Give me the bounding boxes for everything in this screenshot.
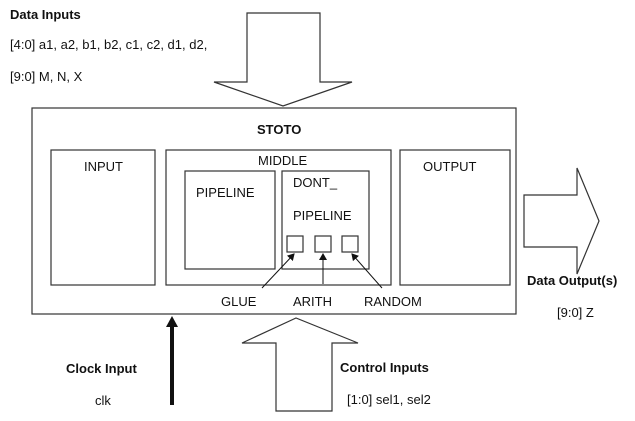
- data-output-title: Data Output(s): [527, 273, 618, 288]
- output-label: OUTPUT: [423, 159, 477, 174]
- random-pointer: [351, 253, 383, 289]
- input-label: INPUT: [84, 159, 123, 174]
- glue-pointer: [261, 253, 295, 289]
- arith-module-box: [314, 235, 332, 253]
- glue-module-box: [286, 235, 304, 253]
- clock-input-title: Clock Input: [66, 361, 137, 376]
- glue-label: GLUE: [221, 294, 257, 309]
- pipeline-label: PIPELINE: [196, 185, 255, 200]
- data-inputs-line2: [9:0] M, N, X: [10, 69, 83, 84]
- clock-arrow-head: [166, 316, 178, 327]
- arith-label: ARITH: [293, 294, 332, 309]
- data-output-signals: [9:0] Z: [557, 305, 594, 320]
- dont-pipeline-label-2: PIPELINE: [293, 208, 352, 223]
- output-box: [399, 149, 511, 286]
- data-inputs-line1: [4:0] a1, a2, b1, b2, c1, c2, d1, d2,: [10, 37, 208, 52]
- middle-label: MIDDLE: [258, 153, 308, 168]
- control-inputs-title: Control Inputs: [340, 360, 429, 375]
- control-input-arrow: [241, 317, 359, 412]
- data-output-arrow: [523, 167, 600, 275]
- data-inputs-title: Data Inputs: [10, 7, 81, 22]
- pipeline-box: [184, 170, 276, 270]
- dont-pipeline-label-1: DONT_: [293, 175, 338, 190]
- dont-pipeline-box: [281, 170, 370, 270]
- clock-signal: clk: [95, 393, 111, 408]
- input-box: [50, 149, 156, 286]
- control-signals: [1:0] sel1, sel2: [347, 392, 431, 407]
- random-module-box: [341, 235, 359, 253]
- data-input-arrow: [213, 12, 353, 107]
- stoto-title: STOTO: [257, 122, 302, 137]
- random-label: RANDOM: [364, 294, 422, 309]
